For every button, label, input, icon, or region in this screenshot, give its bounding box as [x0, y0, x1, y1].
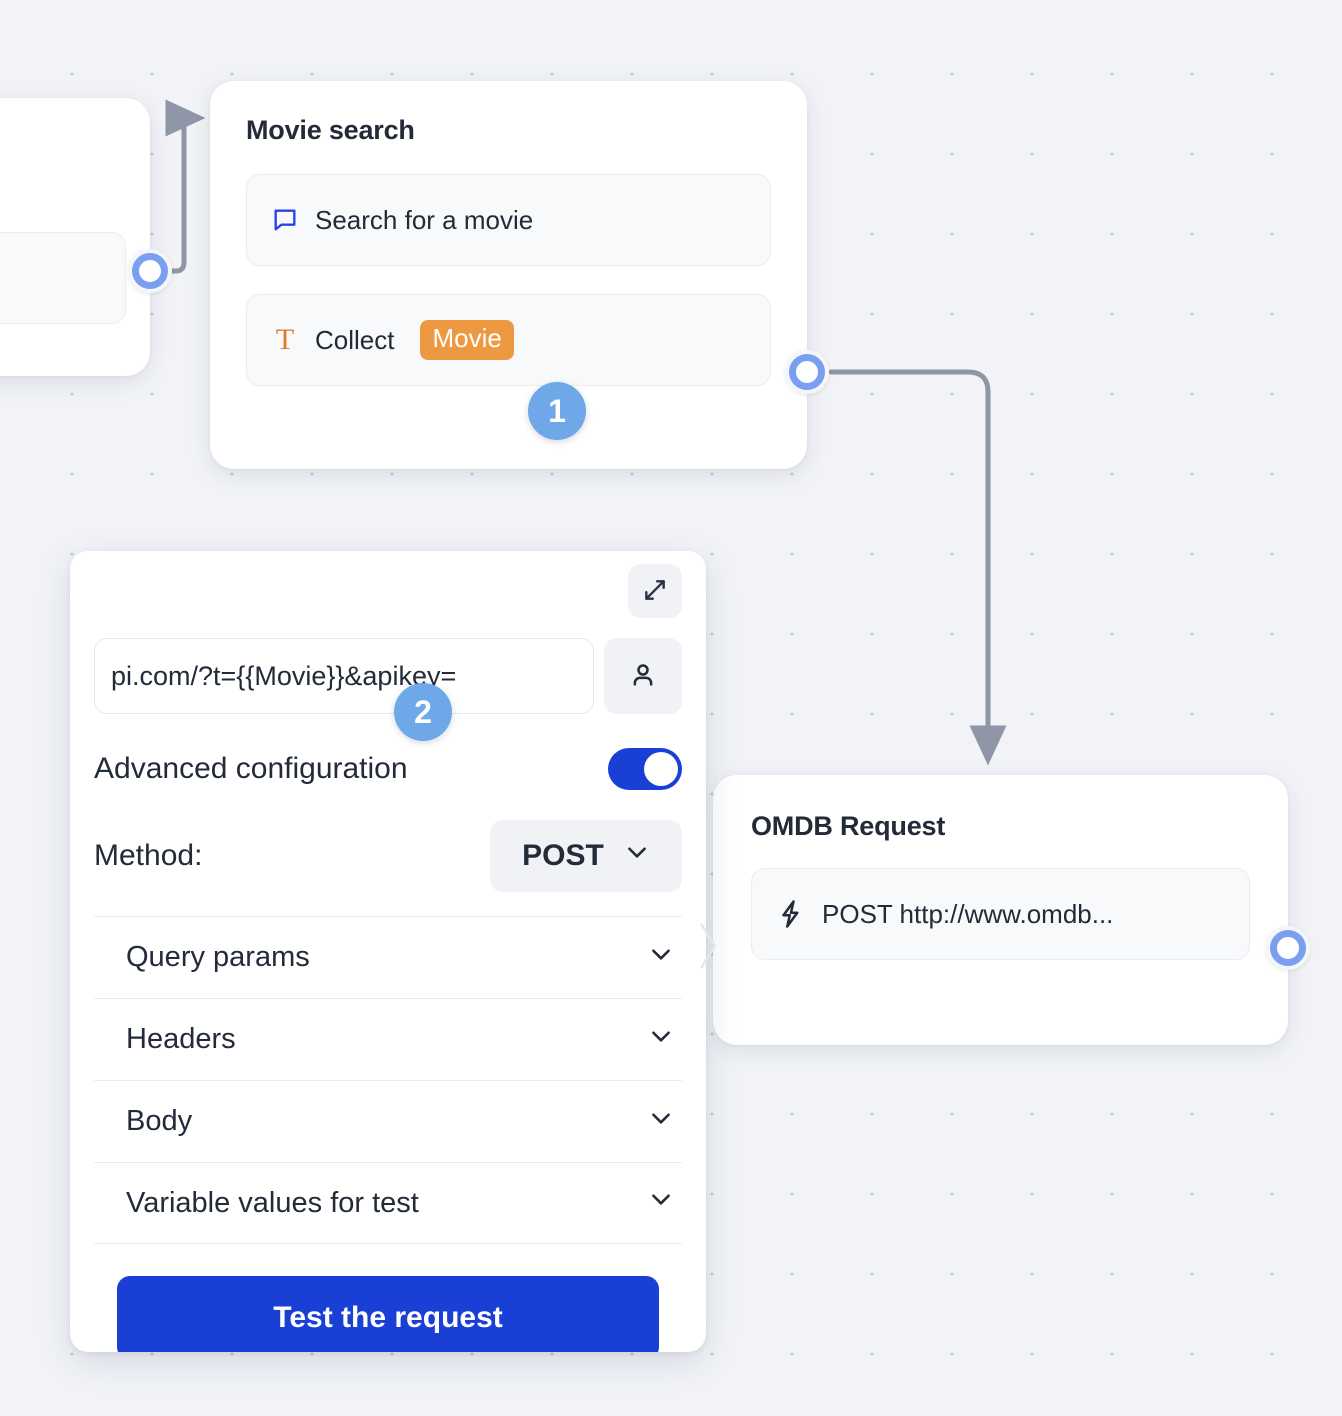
- node-row-collect-movie[interactable]: T Collect Movie: [246, 294, 771, 386]
- request-url-input[interactable]: [94, 638, 594, 714]
- edge-movie-search-to-omdb: [828, 369, 1007, 766]
- accordion-label: Variable values for test: [126, 1186, 419, 1219]
- lightning-bolt-icon: [776, 899, 806, 929]
- advanced-configuration-row: Advanced configuration: [94, 748, 682, 790]
- step-badge-2: 2: [394, 683, 452, 741]
- node-row-label: Search for a movie: [315, 204, 534, 235]
- node-output-port-omdb-request[interactable]: [1266, 926, 1310, 970]
- method-label: Method:: [94, 839, 203, 872]
- chat-bubble-icon: [271, 206, 299, 234]
- advanced-configuration-toggle[interactable]: [608, 748, 682, 790]
- node-row-label: Collect: [315, 324, 395, 355]
- method-row: Method: POST: [94, 820, 682, 892]
- chevron-down-icon: [648, 1023, 674, 1057]
- node-row-label: POST http://www.omdb...: [822, 898, 1114, 929]
- url-variable-picker-button[interactable]: [604, 638, 682, 714]
- accordion-item-variable-values-for-test[interactable]: Variable values for test: [94, 1162, 682, 1244]
- chevron-down-icon: [624, 839, 650, 873]
- node-row[interactable]: [0, 232, 126, 324]
- expand-panel-button[interactable]: [628, 564, 682, 618]
- node-output-port-trigger[interactable]: [128, 249, 172, 293]
- edge-trigger-to-movie-search: [165, 99, 206, 274]
- accordion-label: Headers: [126, 1023, 236, 1055]
- method-select[interactable]: POST: [490, 820, 682, 892]
- node-row-post-request[interactable]: POST http://www.omdb...: [751, 868, 1250, 960]
- advanced-configuration-label: Advanced configuration: [94, 752, 408, 785]
- accordion-label: Query params: [126, 941, 310, 973]
- accordion-label: Body: [126, 1105, 193, 1137]
- accordion-item-headers[interactable]: Headers: [94, 998, 682, 1080]
- request-config-panel: Advanced configuration Method: POST Quer…: [70, 551, 706, 1352]
- url-row: [94, 638, 682, 714]
- variable-chip-movie[interactable]: Movie: [420, 320, 514, 360]
- person-icon: [628, 660, 658, 693]
- chevron-down-icon: [648, 1186, 674, 1220]
- chevron-down-icon: [648, 941, 674, 975]
- panel-edge-pointer-icon: [700, 923, 717, 969]
- chevron-down-icon: [648, 1105, 674, 1139]
- node-card-trigger[interactable]: [0, 98, 150, 376]
- panel-toolbar: [94, 551, 682, 618]
- node-card-omdb-request[interactable]: OMDB Request POST http://www.omdb...: [713, 775, 1288, 1045]
- expand-diagonal-icon: [642, 577, 668, 606]
- node-row-search-for-a-movie[interactable]: Search for a movie: [246, 174, 771, 266]
- step-badge-1: 1: [528, 382, 586, 440]
- node-title: OMDB Request: [751, 811, 946, 841]
- method-select-value: POST: [522, 839, 604, 872]
- text-t-icon: T: [275, 323, 295, 356]
- node-card-movie-search[interactable]: Movie search Search for a movie T Collec…: [210, 81, 807, 469]
- config-accordion: Query params Headers Body Variable value…: [94, 916, 682, 1244]
- node-output-port-movie-search[interactable]: [785, 350, 829, 394]
- accordion-item-body[interactable]: Body: [94, 1080, 682, 1162]
- test-the-request-button[interactable]: Test the request: [117, 1276, 659, 1352]
- accordion-item-query-params[interactable]: Query params: [94, 916, 682, 998]
- node-title: Movie search: [246, 115, 415, 145]
